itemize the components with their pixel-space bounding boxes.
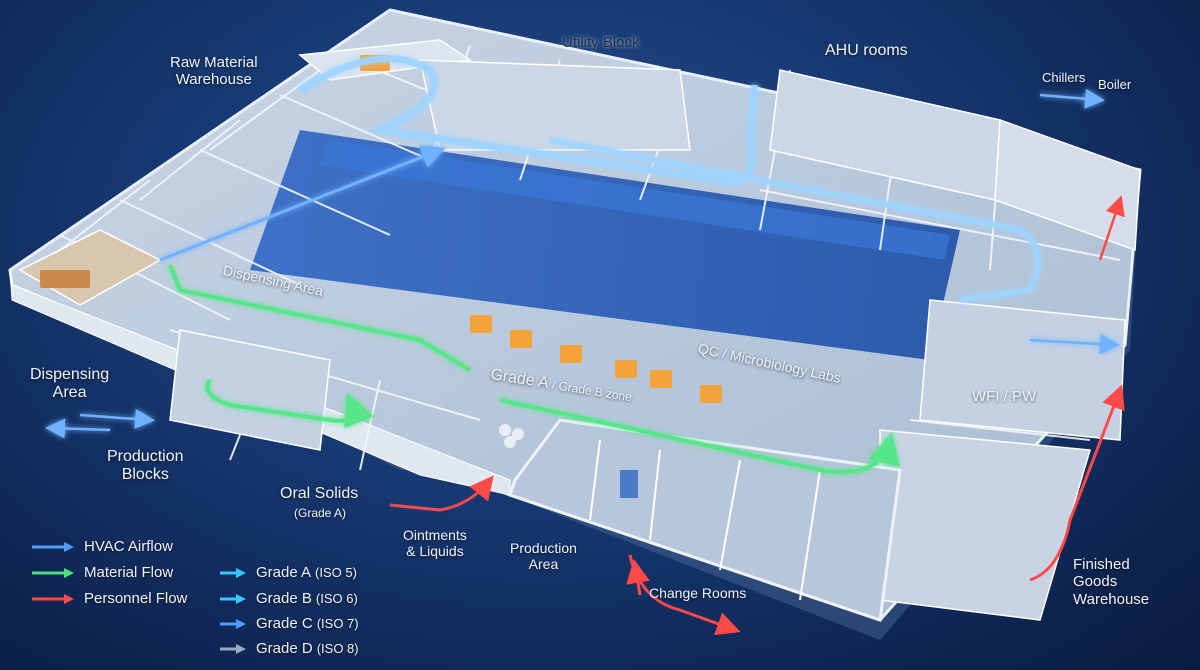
material-flow [168,264,900,474]
green-arrow-icon [32,567,74,578]
legend-hvac-airflow: HVAC Airflow [30,538,173,555]
finished-goods-warehouse-label: Finished Goods Warehouse [1073,556,1150,608]
cyan-arrow-icon [220,567,246,578]
wfi-pw-label: WFI / PW [972,388,1037,405]
ahu-rooms-label: AHU rooms [825,42,908,59]
hvac-airflow [45,55,1120,439]
legend-grade-d-label: Grade D [256,640,313,657]
legend-grade-b: Grade B (ISO 6) [218,590,358,607]
storage-tanks [499,424,524,448]
production-blocks-label: Production Blocks [107,448,184,484]
legend-grade-c-iso: (ISO 7) [316,616,359,631]
legend-grade-d: Grade D (ISO 8) [218,640,359,657]
lower-production-wing [508,418,902,623]
legend-grade-c-label: Grade C [256,615,313,632]
legend-grade-c: Grade C (ISO 7) [218,615,359,632]
raw-material-warehouse-label: Raw Material Warehouse [170,54,258,89]
oral-solids-label: Oral Solids [280,485,359,502]
oral-solids-grade-label: (Grade A) [294,506,347,520]
legend-grade-d-iso: (ISO 8) [316,641,359,656]
legend-grade-b-iso: (ISO 6) [315,591,358,606]
central-corridor [250,130,960,360]
utility-block-label: Utility Block [562,34,640,51]
blue-arrow-icon [32,541,74,552]
personnel-flow [389,195,1125,636]
legend-grade-b-label: Grade B [256,590,312,607]
legend-personnel-label: Personnel Flow [84,590,188,607]
legend-hvac-label: HVAC Airflow [84,538,173,555]
boiler-label: Boiler [1098,77,1132,92]
dispensing-area-label: Dispensing Area [30,366,110,402]
production-area-label: Production Area [510,540,577,573]
red-arrow-icon [32,593,74,604]
ointments-liquids-label: Ointments & Liquids [403,527,467,560]
blue-arrow-icon [220,618,246,629]
cyan-arrow-icon [220,593,246,604]
chillers-label: Chillers [1042,70,1086,85]
change-rooms-label: Change Rooms [649,585,747,601]
legend-grade-a-label: Grade A [256,564,312,581]
legend-grade-a-iso: (ISO 5) [315,565,357,580]
legend-material-flow: Material Flow [30,564,173,581]
process-equipment [40,55,722,403]
legend-grade-a: Grade A (ISO 5) [218,564,357,581]
legend-material-label: Material Flow [84,564,174,581]
legend-personnel-flow: Personnel Flow [30,590,187,607]
grey-arrow-icon [220,643,246,654]
